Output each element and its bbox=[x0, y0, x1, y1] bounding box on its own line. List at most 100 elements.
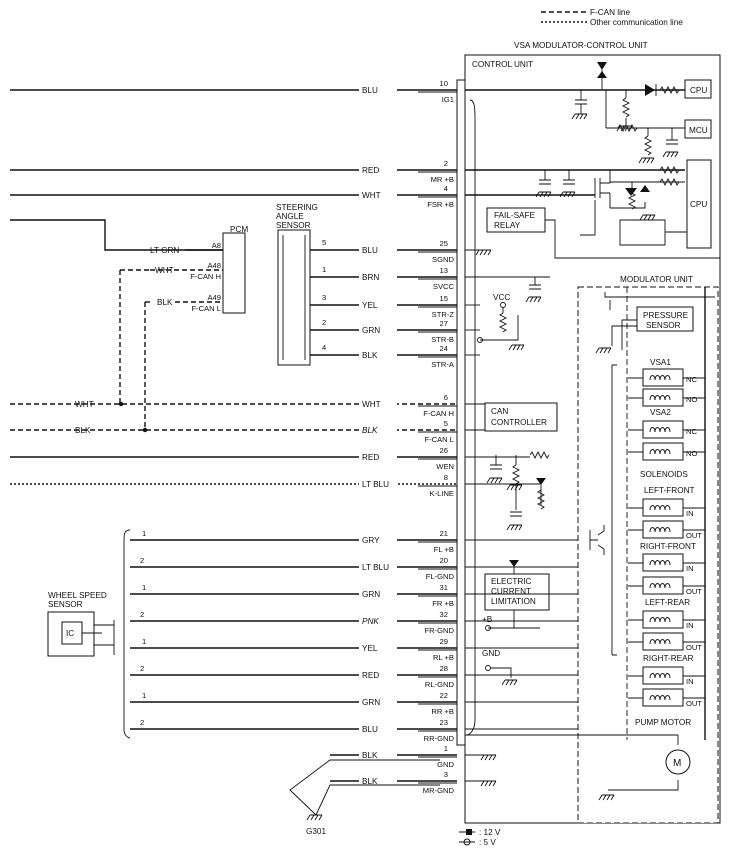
pressure-line2: SENSOR bbox=[646, 321, 681, 330]
wheel-pin-3: 2 bbox=[140, 610, 144, 619]
wheel-pin-0: 1 bbox=[142, 529, 146, 538]
pin-number-22: 22 bbox=[440, 691, 448, 700]
steering-line1: STEERING bbox=[276, 203, 318, 212]
lr-label: LEFT-REAR bbox=[645, 598, 690, 607]
wire-color-13: BRN bbox=[362, 273, 379, 282]
wire-color-22: GRN bbox=[362, 698, 380, 707]
inner-circuits: VCC CAN CONTROLLER ELECTRIC CURRENT LIMI… bbox=[477, 293, 558, 686]
pcm-wire-A48: WHT bbox=[155, 266, 174, 275]
pin-number-5: 5 bbox=[444, 419, 448, 428]
pin-label-3: MR-GND bbox=[423, 786, 455, 795]
pcm-pin-A49: A49 bbox=[207, 293, 221, 302]
power-circuit: CPU MCU CPU FAIL-SAFE RE bbox=[465, 62, 720, 259]
fail-safe-relay bbox=[486, 207, 546, 233]
legend: F-CAN line Other communication line bbox=[541, 8, 683, 27]
wire-color-32: PNK bbox=[362, 617, 379, 626]
coil-nc-2: NC bbox=[686, 427, 697, 436]
pin-number-21: 21 bbox=[440, 529, 448, 538]
legend-12v: : 12 V bbox=[479, 828, 501, 837]
pin-label-27: STR-B bbox=[431, 335, 454, 344]
pin-label-29: RL +B bbox=[433, 653, 454, 662]
pump-label: PUMP MOTOR bbox=[635, 718, 691, 727]
coil-out-7: OUT bbox=[686, 587, 702, 596]
wheel-pin-7: 2 bbox=[140, 718, 144, 727]
sensor-pin-2: 3 bbox=[322, 293, 326, 302]
rf-label: RIGHT-FRONT bbox=[640, 542, 696, 551]
plusb-label: +B bbox=[482, 615, 493, 624]
ic-label: IC bbox=[66, 629, 74, 638]
wire-color-5: BLK bbox=[362, 426, 378, 435]
wire-color-20: LT BLU bbox=[362, 563, 389, 572]
pcm-box bbox=[222, 232, 246, 314]
pin-label-21: FL +B bbox=[434, 545, 454, 554]
pin-label-15: STR-Z bbox=[432, 310, 455, 319]
vsa1-label: VSA1 bbox=[650, 358, 671, 367]
pcm-wire-A49: BLK bbox=[157, 298, 173, 307]
pin-number-15: 15 bbox=[440, 294, 448, 303]
coil-in-8: IN bbox=[686, 621, 694, 630]
ecl-line1: ELECTRIC bbox=[491, 577, 532, 586]
pin-number-4: 4 bbox=[444, 184, 448, 193]
pin-number-20: 20 bbox=[440, 556, 448, 565]
pin-label-10: IG1 bbox=[442, 95, 454, 104]
pin-number-13: 13 bbox=[440, 266, 448, 275]
legend-5v: : 5 V bbox=[479, 838, 496, 847]
pin-number-2: 2 bbox=[444, 159, 448, 168]
pin-label-5: F-CAN L bbox=[424, 435, 454, 444]
wire-color-2: RED bbox=[362, 166, 379, 175]
pin-number-1: 1 bbox=[444, 744, 448, 753]
wss-line1: WHEEL SPEED bbox=[48, 591, 107, 600]
pin-label-32: FR-GND bbox=[424, 626, 454, 635]
rr-label: RIGHT-REAR bbox=[643, 654, 694, 663]
coil-out-5: OUT bbox=[686, 531, 702, 540]
coil-in-4: IN bbox=[686, 509, 694, 518]
pcm-pin-A48: A48 bbox=[207, 261, 221, 270]
vcc-label: VCC bbox=[493, 293, 510, 302]
current-limitation bbox=[484, 573, 550, 611]
pressure-line1: PRESSURE bbox=[643, 311, 689, 320]
gnd-label: GND bbox=[482, 649, 500, 658]
pcm-label-A49: F-CAN L bbox=[191, 304, 221, 313]
pin-label-28: RL-GND bbox=[425, 680, 455, 689]
unit-title: VSA MODULATOR-CONTROL UNIT bbox=[514, 41, 648, 50]
legend-fcan: F-CAN line bbox=[590, 8, 630, 17]
wire-color-21: GRY bbox=[362, 536, 380, 545]
wire-color-26: RED bbox=[362, 453, 379, 462]
wire-color-3: BLK bbox=[362, 777, 378, 786]
coil-out-11: OUT bbox=[686, 699, 702, 708]
wire-color-28: RED bbox=[362, 671, 379, 680]
wire-color-8: LT BLU bbox=[362, 480, 389, 489]
pin-number-26: 26 bbox=[440, 446, 448, 455]
wire-color-1: BLK bbox=[362, 751, 378, 760]
pin-label-25: SGND bbox=[432, 255, 454, 264]
pin-label-31: FR +B bbox=[432, 599, 454, 608]
pin-number-31: 31 bbox=[440, 583, 448, 592]
pin-number-28: 28 bbox=[440, 664, 448, 673]
can-line1: CAN bbox=[491, 407, 508, 416]
motor-label: M bbox=[673, 758, 681, 769]
connector-strip bbox=[456, 79, 466, 746]
pcm-label-A48: F-CAN H bbox=[190, 272, 221, 281]
coil-no-3: NO bbox=[686, 449, 697, 458]
coil-in-10: IN bbox=[686, 677, 694, 686]
legend-other: Other communication line bbox=[590, 18, 683, 27]
wire-color-27: GRN bbox=[362, 326, 380, 335]
pin-label-2: MR +B bbox=[431, 175, 454, 184]
vsa2-label: VSA2 bbox=[650, 408, 671, 417]
g301-label: G301 bbox=[306, 827, 326, 836]
can-controller bbox=[484, 402, 558, 432]
pin-number-3: 3 bbox=[444, 770, 448, 779]
fail-safe-line1: FAIL-SAFE bbox=[494, 211, 535, 220]
pin-number-32: 32 bbox=[440, 610, 448, 619]
wheel-pin-2: 1 bbox=[142, 583, 146, 592]
voltage-legend: : 12 V : 5 V bbox=[459, 828, 501, 847]
wire-color-24: BLK bbox=[362, 351, 378, 360]
pin-label-1: GND bbox=[437, 760, 454, 769]
cpu1-label: CPU bbox=[690, 86, 707, 95]
pin-number-23: 23 bbox=[440, 718, 448, 727]
wire-color-29: YEL bbox=[362, 644, 378, 653]
pin-label-13: SVCC bbox=[433, 282, 455, 291]
